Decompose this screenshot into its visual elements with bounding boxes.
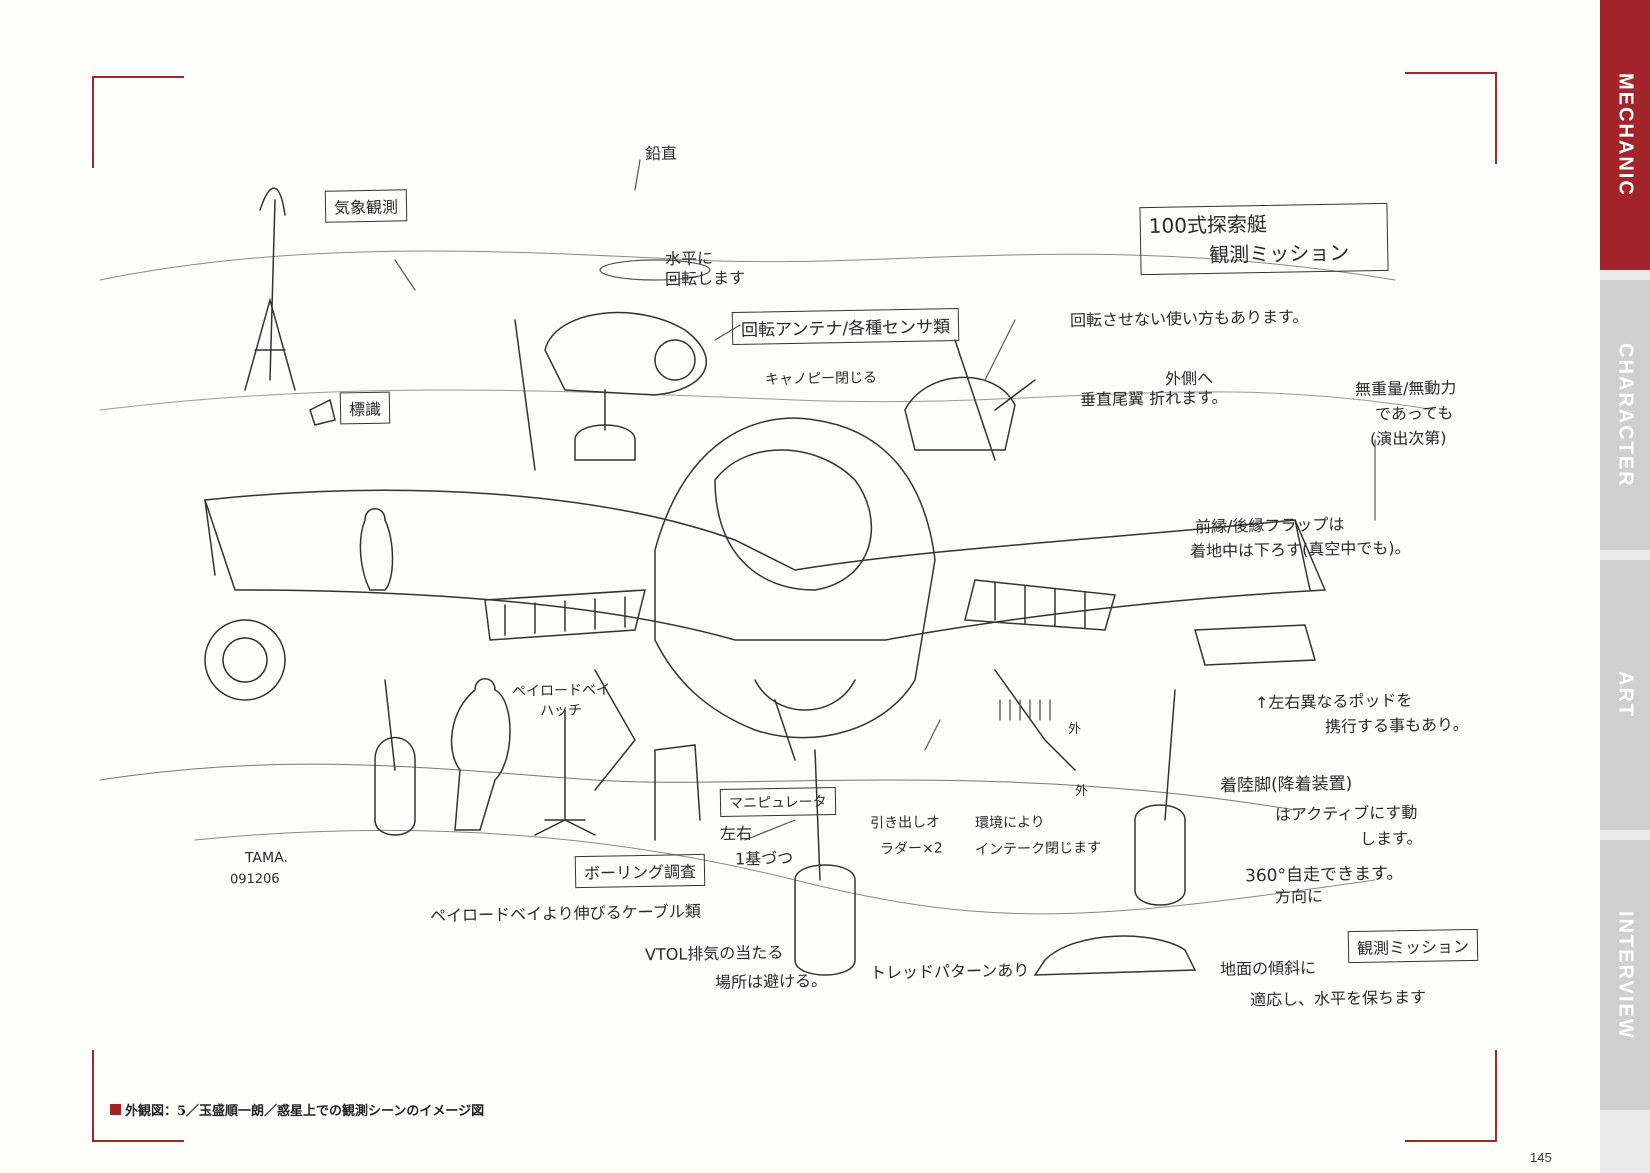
- note-out-2: 外: [1074, 783, 1089, 800]
- note-rotate360-1: 360°自走できます。: [1244, 863, 1404, 887]
- note-left-right-2: 1基づつ: [734, 848, 794, 869]
- title-box: 100式探索艇 観測ミッション: [1139, 202, 1389, 276]
- note-rotate360-2: 方向に: [1274, 886, 1324, 907]
- note-manipulator: マニピュレータ: [719, 786, 836, 818]
- note-terrain-2: 適応し、水平を保ちます: [1249, 987, 1427, 1010]
- spacecraft-sketch: [99, 159, 1436, 976]
- note-terrain-1: 地面の傾斜に: [1219, 958, 1317, 979]
- note-cable: ペイロードベイより伸びるケーブル類: [429, 901, 701, 926]
- note-payload-hatch-2: ハッチ: [539, 702, 583, 720]
- figure-caption: 外観図：5／玉盛順一朗／惑星上での観測シーンのイメージ図: [110, 1100, 484, 1119]
- note-flaps-1: 前縁/後縁フラップは: [1194, 514, 1345, 537]
- artbook-page: 100式探索艇 観測ミッション 鉛直 気象観測 水平に 回転します 標識 回転ア…: [92, 72, 1552, 1165]
- note-canopy: キャノピー閉じる: [764, 370, 878, 388]
- note-rotate-use: 回転させない使い方もあります。: [1069, 306, 1309, 331]
- note-antenna: 回転アンテナ/各種センサ類: [731, 308, 960, 345]
- note-vtol-1: VTOL排気の当たる: [644, 942, 784, 965]
- crop-mark-bottom-left: [92, 1050, 184, 1142]
- sketch-date: 091206: [229, 871, 280, 888]
- title-line2: 観測ミッション: [1209, 240, 1350, 267]
- note-weightless-3: (演出次第): [1369, 428, 1447, 449]
- note-tread: トレッドパターンあり: [869, 960, 1030, 983]
- note-flaps-2: 着地中は下ろす(真空中でも)。: [1189, 538, 1411, 561]
- title-line1: 100式探索艇: [1148, 211, 1268, 239]
- tab-art[interactable]: ART: [1600, 560, 1650, 830]
- note-gear-3: します。: [1359, 828, 1423, 849]
- note-retract: 引き出しオ: [869, 814, 941, 832]
- note-out-1: 外: [1067, 721, 1082, 738]
- section-sidebar: MECHANIC CHARACTER ART INTERVIEW: [1600, 0, 1650, 1173]
- note-horizontal-2: 回転します: [664, 268, 746, 289]
- note-env-2: インテーク閉じます: [974, 839, 1102, 859]
- note-tail-2: 垂直尾翼 折れます。: [1079, 387, 1228, 410]
- crop-mark-bottom-right: [1405, 1050, 1497, 1142]
- page-number: 145: [1530, 1150, 1552, 1165]
- note-weightless-2: であっても: [1374, 403, 1454, 424]
- caption-text: 外観図：5／玉盛順一朗／惑星上での観測シーンのイメージ図: [125, 1104, 485, 1119]
- note-left-right-1: 左右: [719, 823, 753, 844]
- note-weightless-1: 無重量/無動力: [1354, 378, 1457, 399]
- tab-interview-label: INTERVIEW: [1614, 910, 1637, 1040]
- tab-character-label: CHARACTER: [1614, 342, 1637, 488]
- note-vertical: 鉛直: [644, 143, 678, 164]
- note-pods-2: 携行する事もあり。: [1324, 714, 1469, 737]
- note-pods-1: ↑左右異なるポッドを: [1254, 690, 1413, 713]
- note-env-1: 環境により: [974, 814, 1045, 832]
- note-rudder: ラダー×2: [879, 840, 943, 858]
- caption-square-icon: [110, 1104, 121, 1115]
- tab-mechanic[interactable]: MECHANIC: [1600, 0, 1650, 270]
- crop-mark-top-right: [1405, 72, 1497, 164]
- note-mission-box: 観測ミッション: [1347, 928, 1479, 964]
- note-weather: 気象観測: [324, 189, 408, 223]
- note-gear-1: 着陸脚(降着装置): [1219, 773, 1353, 797]
- tab-art-label: ART: [1614, 671, 1637, 719]
- crop-mark-top-left: [92, 76, 184, 168]
- tab-interview[interactable]: INTERVIEW: [1600, 840, 1650, 1110]
- artist-signature: TAMA.: [244, 849, 289, 867]
- note-boring: ボーリング調査: [574, 853, 706, 889]
- note-vtol-2: 場所は避ける。: [714, 971, 828, 992]
- note-payload-hatch-1: ペイロードベイ: [511, 682, 611, 700]
- tab-character[interactable]: CHARACTER: [1600, 280, 1650, 550]
- note-marker: 標識: [339, 391, 391, 425]
- tab-mechanic-label: MECHANIC: [1614, 73, 1637, 197]
- note-gear-2: はアクティブにす動: [1274, 802, 1418, 825]
